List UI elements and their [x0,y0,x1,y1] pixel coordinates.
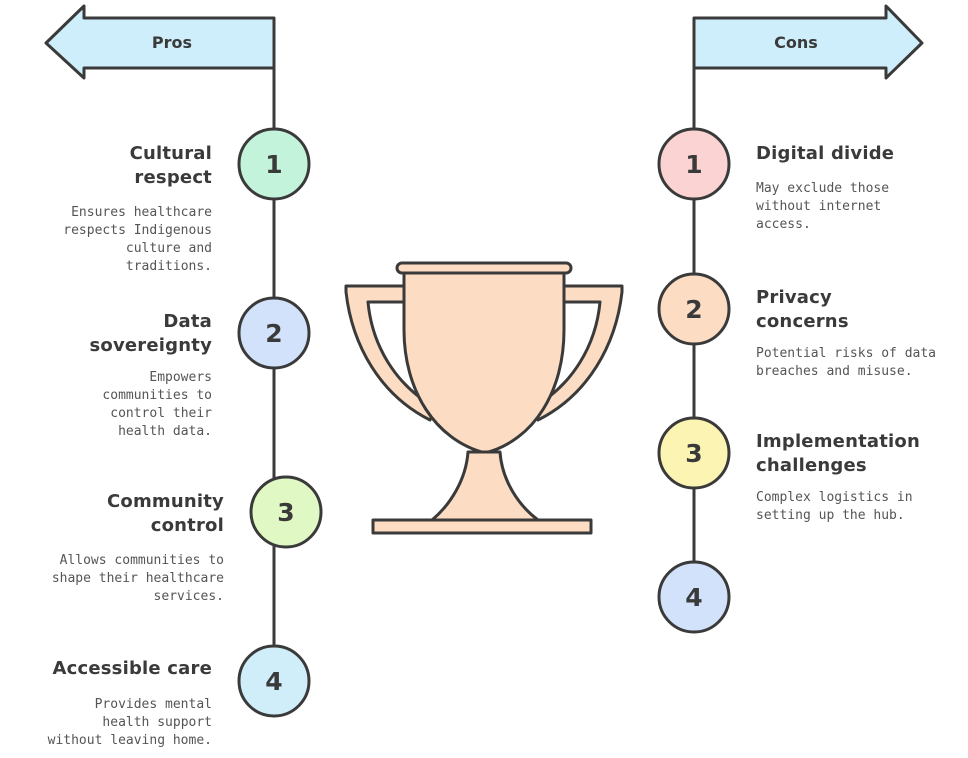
pros-circle-1-number: 1 [265,150,282,179]
pros-circle-4: 4 [237,644,311,718]
cons-item-2-description: Potential risks of data breaches and mis… [756,346,937,379]
pros-circle-2-number: 2 [265,319,282,348]
cons-item-2-title: Privacy concerns [756,287,849,332]
pros-item-1-description: Ensures healthcare respects Indigenous c… [63,205,212,274]
pros-item-3-description: Allows communities to shape their health… [51,553,224,604]
cons-item-3-title: Implementation challenges [756,431,921,476]
trophy-icon [344,261,624,535]
pros-item-1-title: Cultural respect [129,143,212,188]
pros-circle-1: 1 [237,127,311,201]
pros-circle-3-number: 3 [277,498,294,527]
pros-item-2-title: Data sovereignty [89,311,212,356]
cons-circle-3: 3 [657,416,731,490]
cons-banner-label: Cons [774,33,818,52]
pros-circle-4-number: 4 [265,667,282,696]
cons-circle-1: 1 [657,127,731,201]
pros-circle-2: 2 [237,296,311,370]
pros-item-3-title: Community control [106,491,224,536]
pros-banner [44,4,276,80]
cons-banner [692,4,924,80]
cons-circle-4: 4 [657,560,731,634]
cons-circle-2-number: 2 [685,295,702,324]
cons-item-1-title: Digital divide [756,143,895,164]
pros-banner-label: Pros [151,33,193,52]
cons-circle-2: 2 [657,272,731,346]
cons-circle-1-number: 1 [685,150,702,179]
pros-circle-3: 3 [249,475,323,549]
cons-item-1-description: May exclude those without internet acces… [756,181,890,232]
cons-circle-4-number: 4 [685,583,702,612]
pros-item-4-description: Provides mental health support without l… [47,697,212,748]
cons-circle-3-number: 3 [685,439,702,468]
pros-item-2-description: Empowers communities to control their he… [102,370,212,439]
cons-item-3-description: Complex logistics in setting up the hub. [756,490,913,523]
pros-item-4-title: Accessible care [52,658,212,679]
